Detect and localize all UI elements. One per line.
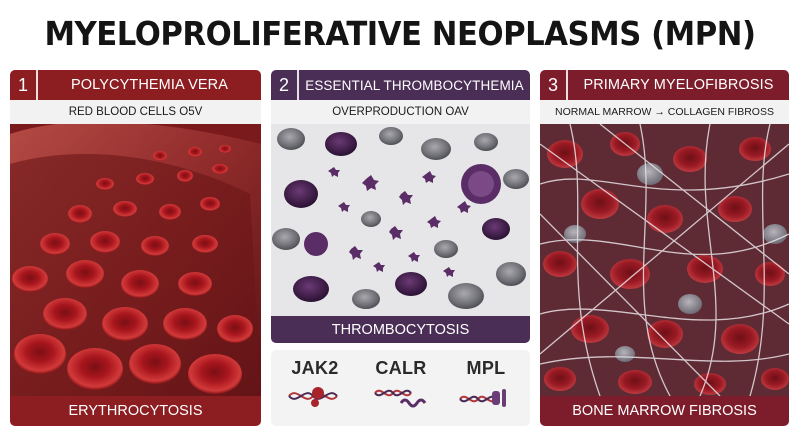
panel-footer: BONE MARROW FIBROSIS: [572, 403, 757, 419]
panel-subtitle: OVERPRODUCTION OAV: [271, 100, 530, 124]
fibrosis-illustration: [540, 124, 789, 396]
panel-number: 3: [540, 70, 568, 100]
panel-header: 3 PRIMARY MYELOFIBROSIS: [540, 70, 789, 100]
gene-calr: CALR: [361, 358, 441, 422]
panel-number: 2: [271, 70, 299, 100]
panel-header: 2 ESSENTIAL THROMBOCYTHEMIA: [271, 70, 530, 100]
gene-label: MPL: [466, 358, 506, 378]
dna-purple-coil-icon: [374, 389, 427, 408]
panel-title: POLYCYTHEMIA VERA: [71, 77, 228, 93]
gene-jak2: JAK2: [275, 358, 355, 422]
dna-red-protein-icon: [288, 387, 338, 407]
dna-purple-receptor-icon: [459, 389, 506, 407]
blood-vessel-illustration: [10, 124, 261, 396]
panel-polycythemia-vera: 1 POLYCYTHEMIA VERA RED BLOOD CELLS O5V: [10, 70, 261, 426]
panel-essential-thrombocythemia: 2 ESSENTIAL THROMBOCYTHEMIA OVERPRODUCTI…: [271, 70, 530, 343]
panel-header: 1 POLYCYTHEMIA VERA: [10, 70, 261, 100]
panel-primary-myelofibrosis: 3 PRIMARY MYELOFIBROSIS NORMAL MARROW → …: [540, 70, 789, 426]
platelets-illustration: [271, 124, 530, 316]
panel-subtitle: NORMAL MARROW → COLLAGEN FIBROSS: [540, 100, 789, 124]
panel-footer: THROMBOCYTOSIS: [331, 321, 470, 338]
panel-subtitle: RED BLOOD CELLS O5V: [10, 100, 261, 124]
panel-footer: ERYTHROCYTOSIS: [68, 403, 203, 419]
gene-label: CALR: [375, 358, 427, 378]
gene-mpl: MPL: [446, 358, 526, 422]
panel-title: ESSENTIAL THROMBOCYTHEMIA: [305, 77, 524, 93]
gene-mutations-box: JAK2 CALR MPL: [271, 350, 530, 426]
panel-title: PRIMARY MYELOFIBROSIS: [583, 77, 774, 93]
page-title: MYELOPROLIFERATIVE NEOPLASMS (MPN): [44, 14, 756, 53]
panel-number: 1: [10, 70, 38, 100]
gene-label: JAK2: [291, 358, 339, 378]
